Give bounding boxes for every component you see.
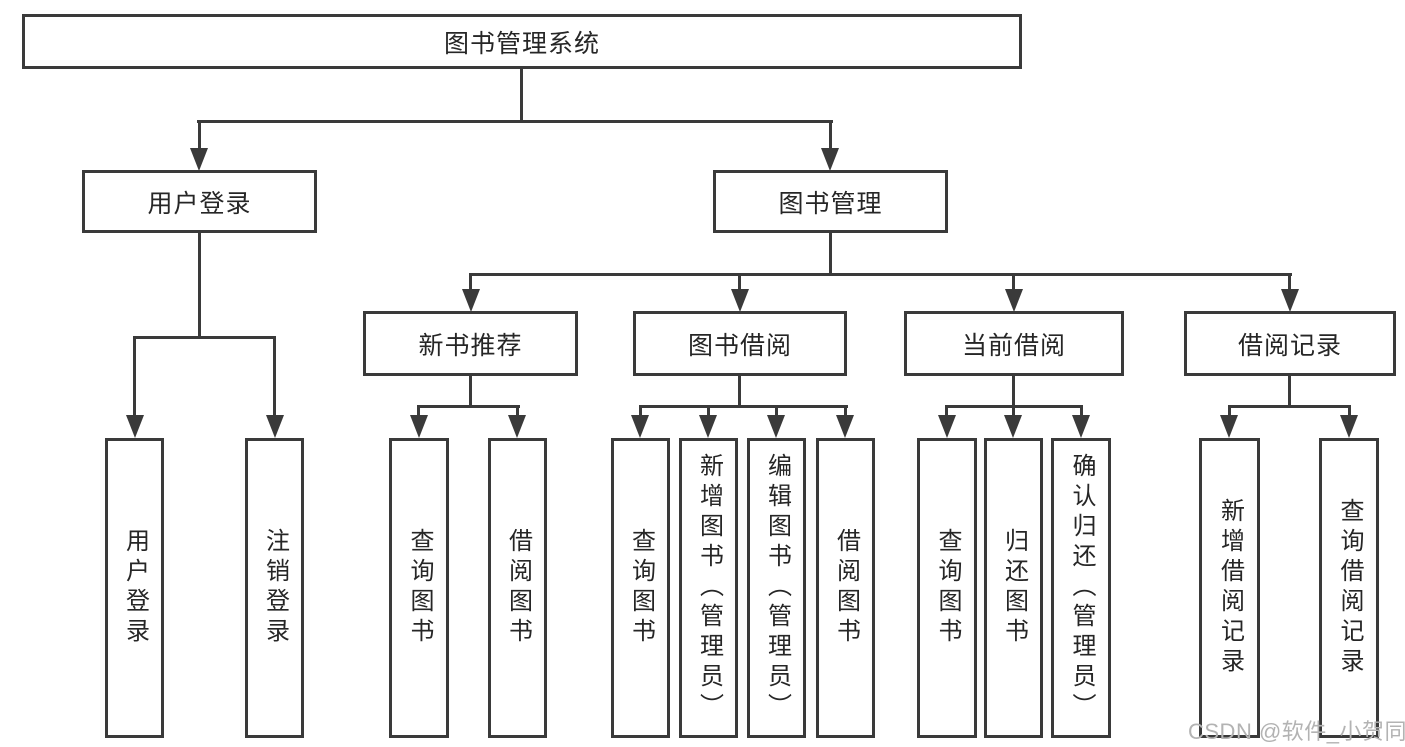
node-book-borrowing: 图书借阅 [633, 311, 847, 376]
leaf-add-book-admin: 新增图书（管理员） [679, 438, 738, 738]
connector-vline [133, 336, 136, 417]
leaf-add-borrow-record: 新增借阅记录 [1199, 438, 1260, 738]
arrow-down-icon [1220, 415, 1238, 438]
connector-vline [1288, 273, 1291, 291]
arrow-down-icon [1072, 415, 1090, 438]
connector-vline [1288, 376, 1291, 407]
leaf-edit-book-admin: 编辑图书（管理员） [747, 438, 806, 738]
connector-vline [469, 376, 472, 407]
arrow-down-icon [410, 415, 428, 438]
leaf-query-book-current: 查询图书 [917, 438, 977, 738]
connector-vline [273, 336, 276, 417]
leaf-logout: 注销登录 [245, 438, 304, 738]
node-user-login: 用户登录 [82, 170, 317, 233]
connector-vline [469, 273, 472, 291]
arrow-down-icon [266, 415, 284, 438]
node-current-borrowing: 当前借阅 [904, 311, 1124, 376]
arrow-down-icon [631, 415, 649, 438]
connector-vline [829, 233, 832, 276]
node-book-management: 图书管理 [713, 170, 948, 233]
arrow-down-icon [836, 415, 854, 438]
arrow-down-icon [190, 148, 208, 171]
connector-vline [945, 405, 948, 417]
arrow-down-icon [508, 415, 526, 438]
leaf-query-book-borrow: 查询图书 [611, 438, 670, 738]
arrow-down-icon [126, 415, 144, 438]
connector-vline [1012, 405, 1015, 417]
connector-vline [1348, 405, 1351, 417]
watermark: CSDN @软件_小贺同学 [1188, 719, 1405, 744]
connector-hline [417, 405, 520, 408]
leaf-query-borrow-record: 查询借阅记录 [1319, 438, 1379, 738]
connector-vline [844, 405, 847, 417]
connector-vline [1080, 405, 1083, 417]
connector-vline [639, 405, 642, 417]
leaf-query-book-recommend: 查询图书 [389, 438, 449, 738]
arrow-down-icon [1281, 289, 1299, 312]
leaf-borrow-book-recommend: 借阅图书 [488, 438, 547, 738]
connector-hline [1228, 405, 1351, 408]
connector-vline [198, 120, 201, 150]
connector-hline [197, 120, 833, 123]
connector-vline [738, 376, 741, 407]
leaf-borrow-book: 借阅图书 [816, 438, 875, 738]
connector-vline [1012, 376, 1015, 407]
connector-vline [775, 405, 778, 417]
arrow-down-icon [1340, 415, 1358, 438]
arrow-down-icon [462, 289, 480, 312]
connector-vline [417, 405, 420, 417]
connector-hline [639, 405, 848, 408]
node-library-management-system: 图书管理系统 [22, 14, 1022, 69]
leaf-user-login: 用户登录 [105, 438, 164, 738]
connector-vline [1228, 405, 1231, 417]
connector-vline [198, 233, 201, 339]
arrow-down-icon [1004, 415, 1022, 438]
leaf-return-book: 归还图书 [984, 438, 1043, 738]
arrow-down-icon [821, 148, 839, 171]
connector-hline [133, 336, 276, 339]
connector-vline [707, 405, 710, 417]
node-new-book-recommendation: 新书推荐 [363, 311, 578, 376]
arrow-down-icon [938, 415, 956, 438]
leaf-confirm-return-admin: 确认归还（管理员） [1051, 438, 1111, 738]
connector-vline [520, 69, 523, 120]
arrow-down-icon [767, 415, 785, 438]
node-borrowing-records: 借阅记录 [1184, 311, 1396, 376]
arrow-down-icon [1005, 289, 1023, 312]
connector-vline [829, 120, 832, 150]
connector-hline [469, 273, 1292, 276]
connector-vline [738, 273, 741, 291]
connector-vline [516, 405, 519, 417]
arrow-down-icon [699, 415, 717, 438]
arrow-down-icon [731, 289, 749, 312]
connector-vline [1012, 273, 1015, 291]
